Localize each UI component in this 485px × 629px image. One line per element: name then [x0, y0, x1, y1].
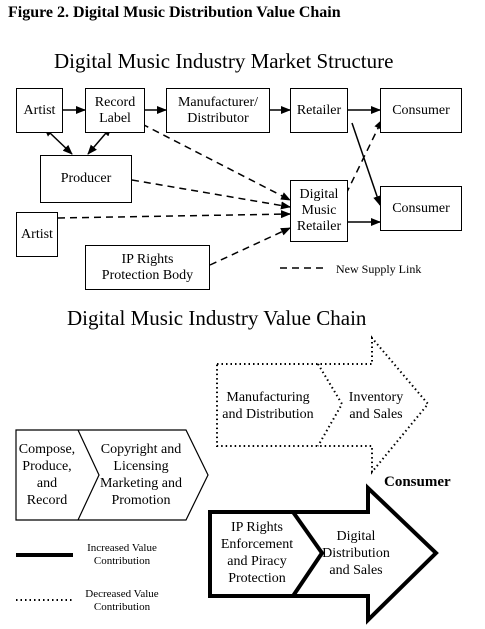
increased-arrow-divider [291, 510, 325, 598]
stage-digital-distribution: Digital Distribution and Sales [322, 529, 390, 578]
stage-ip-enforcement: IP Rights Enforcement and Piracy Protect… [220, 520, 294, 586]
record-label-box: Record Label [85, 88, 145, 133]
artist-top-box: Artist [16, 88, 63, 133]
decreased-arrow-outline [216, 335, 430, 475]
producer-box: Producer [40, 155, 132, 203]
solid-links [43, 106, 381, 226]
link-retailer-consumer-bottom [351, 122, 381, 206]
dashed-links [57, 119, 383, 269]
value-chain-consumer-label: Consumer [384, 474, 451, 490]
dlink-label-digital [141, 123, 291, 201]
artist-bottom-box: Artist [16, 212, 58, 257]
link-artist-producer [43, 126, 73, 155]
ip-rights-box: IP Rights Protection Body [85, 245, 210, 290]
stage-inventory: Inventory and Sales [348, 390, 404, 422]
traditional-chain-divider [77, 429, 100, 521]
stage-compose: Compose, Produce, and Record [18, 442, 76, 508]
value-chain-title: Digital Music Industry Value Chain [67, 306, 367, 330]
stage-manufacturing: Manufacturing and Distribution [222, 390, 314, 422]
dlink-ip-digital [209, 227, 291, 266]
value-chain-shapes [15, 335, 439, 625]
dlink-producer-digital [131, 179, 291, 210]
stage-copyright: Copyright and Licensing Marketing and Pr… [99, 442, 183, 508]
legend-decreased-label: Decreased Value Contribution [85, 588, 159, 613]
manufacturer-box: Manufacturer/ Distributor [166, 88, 270, 133]
dlink-artist-digital [57, 210, 291, 219]
legend-increased-label: Increased Value Contribution [87, 542, 157, 567]
digital-retailer-box: Digital Music Retailer [290, 180, 348, 242]
consumer-top-box: Consumer [380, 88, 462, 133]
figure-title: Figure 2. Digital Music Distribution Val… [8, 4, 341, 21]
consumer-bottom-box: Consumer [380, 186, 462, 231]
link-label-producer [87, 126, 112, 155]
dlink-digital-consumer [345, 119, 383, 195]
market-structure-title: Digital Music Industry Market Structure [54, 49, 394, 73]
retailer-box: Retailer [290, 88, 348, 133]
traditional-chain-outline [15, 429, 209, 521]
legend-new-supply-label: New Supply Link [336, 262, 422, 276]
